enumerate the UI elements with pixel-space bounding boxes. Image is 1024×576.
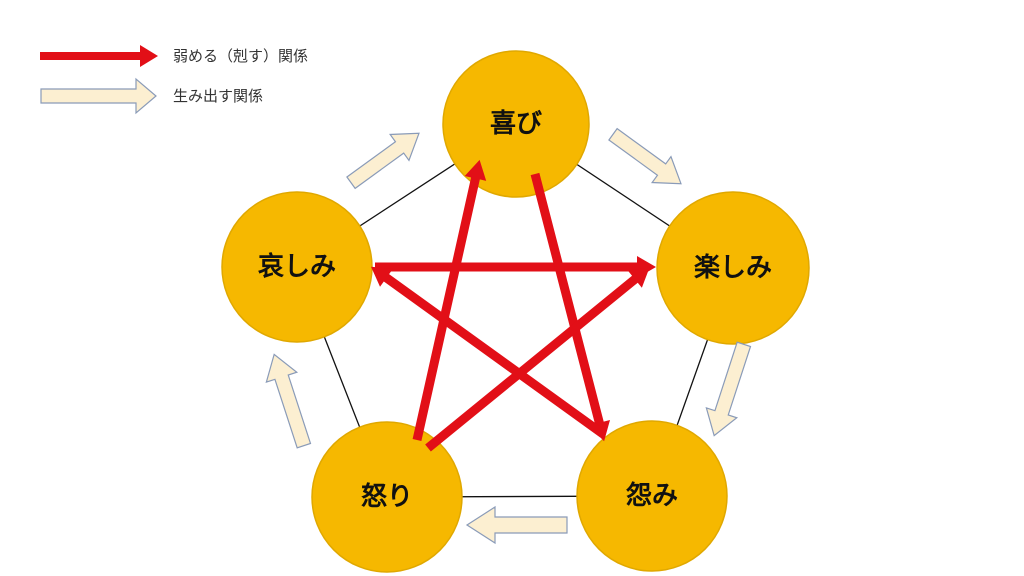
- generate-arrow-joy-to-fun: [608, 127, 682, 185]
- legend-generate-label: 生み出す関係: [173, 87, 263, 105]
- generate-arrows: [265, 127, 752, 545]
- node-resentment: [576, 420, 728, 572]
- generate-arrow-fun-to-resentment: [705, 341, 752, 437]
- weaken-arrow-resentment-to-sorrow: [371, 266, 606, 438]
- generate-arrow-anger-to-sorrow: [265, 353, 312, 449]
- legend-weaken-label: 弱める（剋す）関係: [173, 47, 308, 65]
- node-anger: [311, 421, 463, 573]
- legend-generate-arrow-icon: [40, 77, 157, 115]
- node-labels: 喜び 楽しみ 怨み 怒り 哀しみ: [258, 109, 772, 512]
- node-sorrow-label: 哀しみ: [258, 251, 336, 282]
- weaken-arrow-sorrow-to-fun: [375, 256, 656, 278]
- weaken-arrow-joy-to-resentment: [530, 172, 610, 442]
- node-anger-label: 怒り: [361, 482, 413, 512]
- legend: 弱める（剋す）関係 生み出す関係: [40, 45, 308, 115]
- generate-arrow-sorrow-to-joy: [346, 132, 420, 190]
- weaken-arrows: [371, 159, 656, 452]
- node-resentment-label: 怨み: [626, 481, 678, 511]
- weaken-arrow-anger-to-fun: [425, 267, 650, 452]
- generate-arrow-resentment-to-anger: [465, 505, 568, 545]
- node-joy-label: 喜び: [490, 109, 542, 139]
- node-fun-label: 楽しみ: [694, 253, 772, 283]
- node-fun: [656, 191, 810, 345]
- weaken-arrow-anger-to-joy: [412, 159, 487, 441]
- legend-weaken-arrow-icon: [40, 45, 158, 67]
